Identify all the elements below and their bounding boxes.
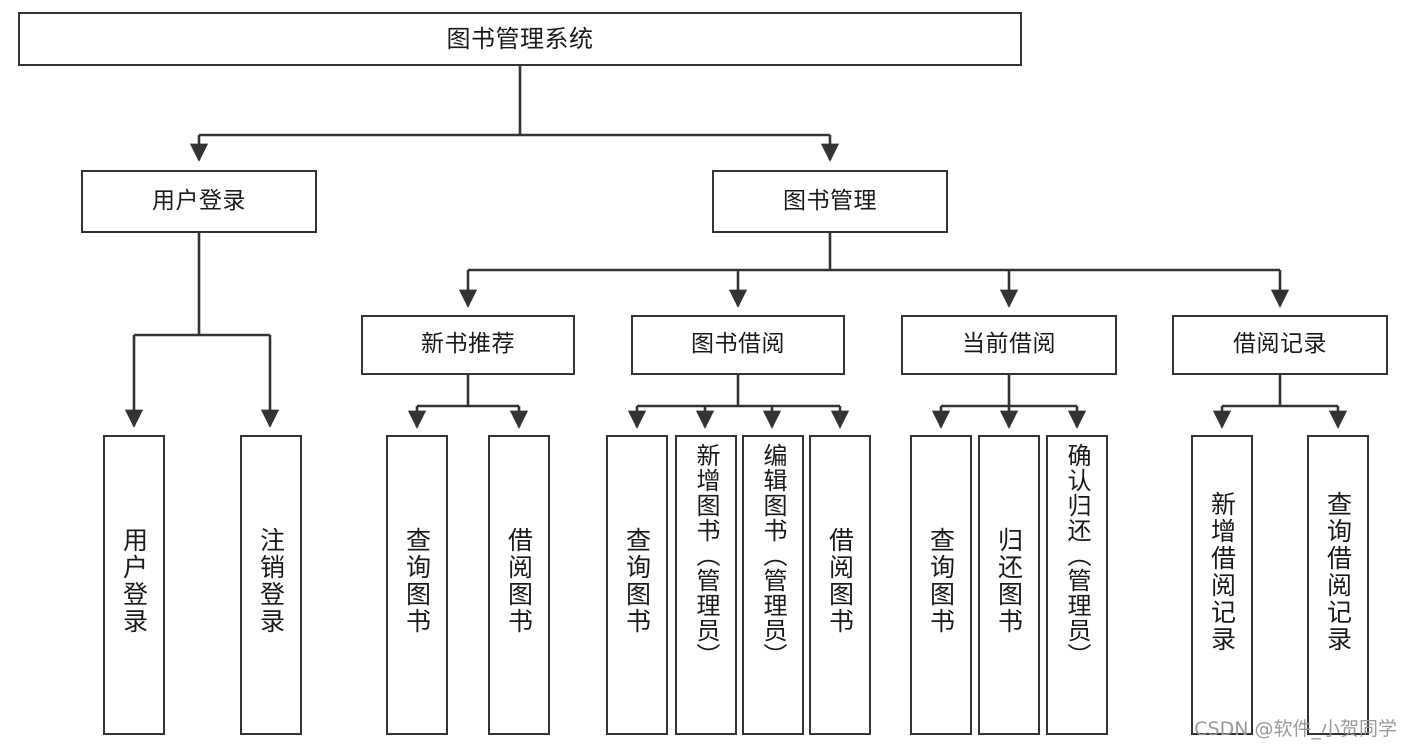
node-root-system[interactable]: 图书管理系统 (18, 12, 1022, 66)
leaf-borrow-book-2[interactable]: 借阅图书 (809, 435, 871, 735)
node-label: 图书管理 (783, 187, 877, 214)
node-label: 查询图书 (622, 527, 652, 635)
node-book-manage[interactable]: 图书管理 (712, 170, 948, 233)
node-label: 用户登录 (119, 527, 149, 635)
leaf-user-logout[interactable]: 注销登录 (240, 435, 302, 735)
node-label: 编辑图书（管理员） (759, 443, 787, 668)
leaf-user-login[interactable]: 用户登录 (103, 435, 165, 735)
node-label: 新增借阅记录 (1207, 491, 1237, 653)
node-new-book-recommend[interactable]: 新书推荐 (361, 315, 575, 375)
leaf-borrow-book-1[interactable]: 借阅图书 (488, 435, 550, 735)
node-label: 新书推荐 (421, 331, 515, 358)
node-label: 查询图书 (402, 527, 432, 635)
node-label: 查询借阅记录 (1323, 491, 1353, 653)
node-book-borrow[interactable]: 图书借阅 (631, 315, 845, 375)
node-label: 图书管理系统 (446, 24, 594, 53)
leaf-query-book-3[interactable]: 查询图书 (910, 435, 972, 735)
node-label: 图书借阅 (691, 331, 785, 358)
csdn-watermark: CSDN @软件_小贺同学 (1194, 718, 1397, 740)
node-label: 注销登录 (256, 527, 286, 635)
leaf-confirm-return[interactable]: 确认归还（管理员） (1046, 435, 1108, 735)
leaf-query-book-2[interactable]: 查询图书 (606, 435, 668, 735)
node-label: 借阅记录 (1233, 331, 1327, 358)
leaf-add-book[interactable]: 新增图书（管理员） (675, 435, 737, 735)
node-label: 新增图书（管理员） (692, 443, 720, 668)
node-current-borrow[interactable]: 当前借阅 (901, 315, 1117, 375)
node-borrow-record[interactable]: 借阅记录 (1172, 315, 1388, 375)
node-label: 用户登录 (152, 187, 246, 214)
node-label: 当前借阅 (962, 331, 1056, 358)
node-label: 确认归还（管理员） (1063, 443, 1091, 668)
node-label: 查询图书 (926, 527, 956, 635)
leaf-query-book-1[interactable]: 查询图书 (386, 435, 448, 735)
leaf-edit-book[interactable]: 编辑图书（管理员） (742, 435, 804, 735)
node-user-login[interactable]: 用户登录 (81, 170, 317, 233)
node-label: 借阅图书 (504, 527, 534, 635)
leaf-add-record[interactable]: 新增借阅记录 (1191, 435, 1253, 735)
leaf-query-record[interactable]: 查询借阅记录 (1307, 435, 1369, 735)
node-label: 借阅图书 (825, 527, 855, 635)
leaf-return-book[interactable]: 归还图书 (978, 435, 1040, 735)
node-label: 归还图书 (994, 527, 1024, 635)
